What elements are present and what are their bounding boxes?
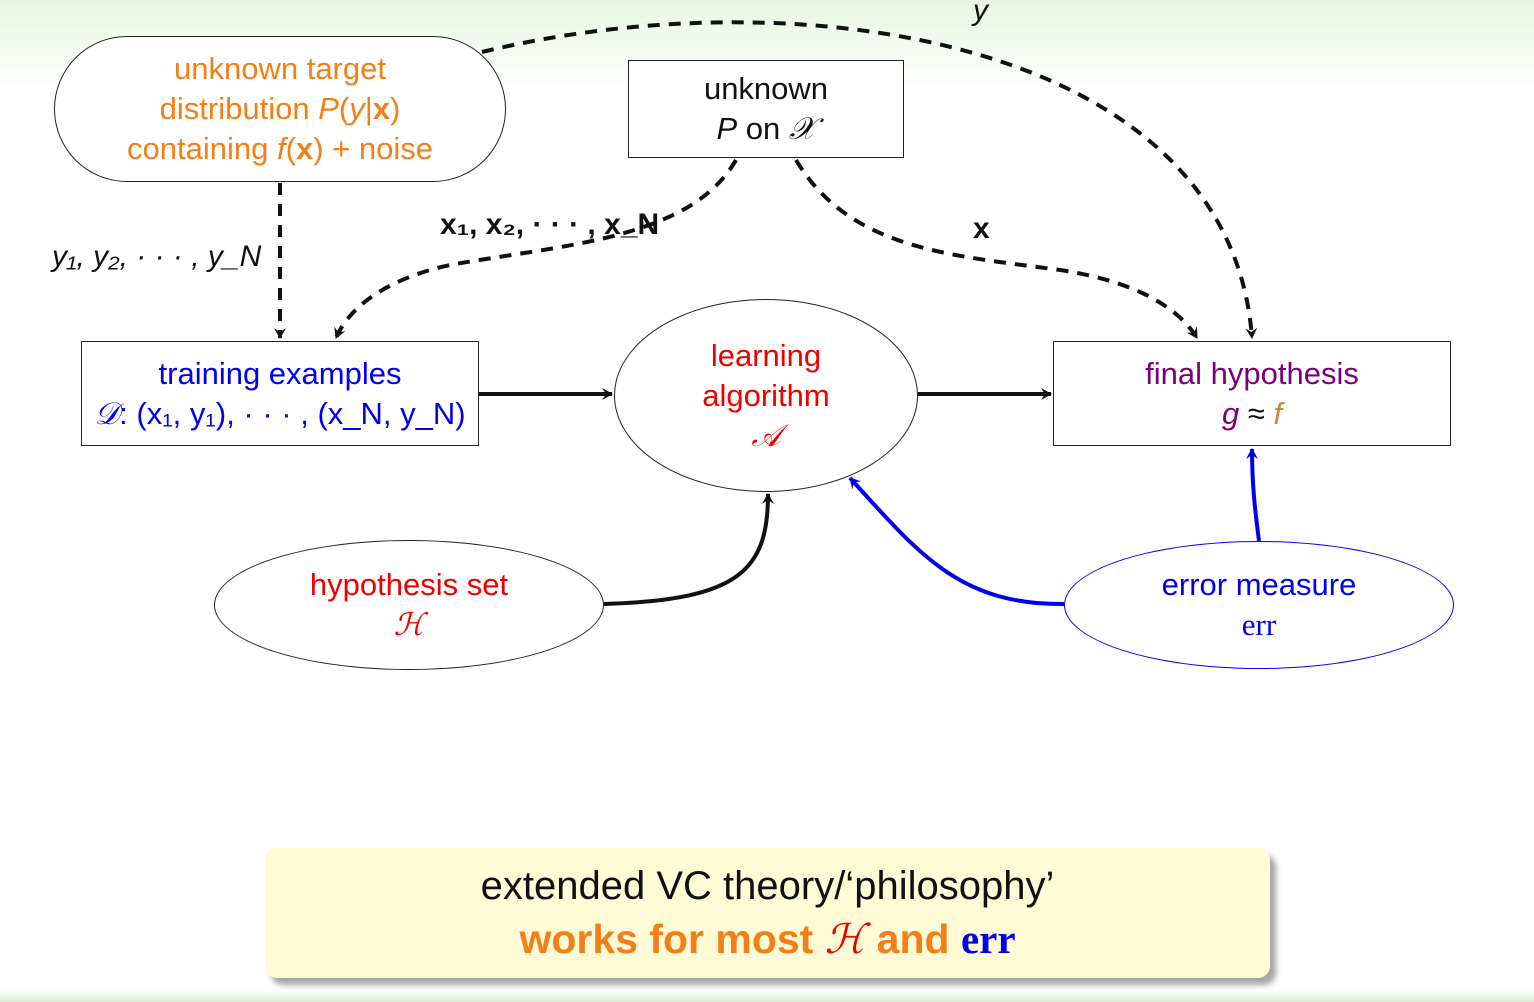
target-line2: distribution P(y|x) <box>160 89 401 129</box>
callout-line1: extended VC theory/‘philosophy’ <box>480 864 1055 908</box>
target-line2-bar: | <box>364 91 373 126</box>
error-line1: error measure <box>1161 567 1357 602</box>
training-line2-rest: : (x₁, y₁), · · · , (x_N, y_N) <box>119 395 466 431</box>
hypothesis-line1: hypothesis set <box>309 567 509 602</box>
learning-algorithm-node: learning algorithm 𝒜 <box>614 299 918 492</box>
callout-line2-err: err <box>960 916 1016 962</box>
callout-line2-pre: works for most <box>519 916 825 962</box>
target-line3: containing f(x) + noise <box>127 129 433 169</box>
target-line3-x: x <box>295 131 314 166</box>
callout-line2-and: and <box>865 916 961 962</box>
label-y-list: y₁, y₂, · · · , y_N <box>52 240 262 273</box>
input-line2-on: on <box>737 111 789 146</box>
edge-error-to-learning <box>848 476 1065 607</box>
edge-hypothesis-to-learning <box>603 493 774 606</box>
error-measure-node: error measure err <box>1064 541 1454 669</box>
label-x-list: x₁, x₂, · · · , x_N <box>440 208 660 241</box>
target-line2-P: P <box>318 91 339 126</box>
input-distribution-node: unknown P on 𝒳 <box>628 60 904 158</box>
training-line2: 𝒟: (x₁, y₁), · · · , (x_N, y_N) <box>94 394 465 434</box>
edge-target-to-final <box>481 20 1258 339</box>
target-line3-pre: containing <box>127 131 277 166</box>
learning-line2: algorithm <box>702 377 830 413</box>
target-distribution-node: unknown target distribution P(y|x) conta… <box>54 36 506 182</box>
input-line2-X: 𝒳 <box>788 111 816 147</box>
final-line1: final hypothesis <box>1145 355 1359 391</box>
final-line2-g: g <box>1221 395 1240 431</box>
target-line1: unknown target <box>174 51 386 86</box>
target-line3-open: ( <box>285 131 296 166</box>
training-line2-D: 𝒟 <box>94 395 120 432</box>
target-line2-x: x <box>372 91 391 126</box>
hypothesis-set-node: hypothesis set ℋ <box>214 540 604 670</box>
input-line1: unknown <box>703 71 829 106</box>
hypothesis-line2: ℋ <box>393 607 425 643</box>
training-line1: training examples <box>158 355 402 391</box>
learning-line1: learning <box>710 337 822 373</box>
final-hypothesis-node: final hypothesis g ≈ f <box>1053 341 1451 446</box>
final-line2-f: f <box>1273 395 1283 431</box>
callout-line2: works for most ℋ and err <box>519 912 1015 966</box>
input-line2-P: P <box>716 111 738 146</box>
target-line3-post: ) + noise <box>313 131 433 166</box>
final-line2-approx: ≈ <box>1239 395 1274 431</box>
edge-input-to-training <box>334 159 738 339</box>
edge-input-to-final <box>794 158 1199 340</box>
summary-callout: extended VC theory/‘philosophy’ works fo… <box>265 848 1270 978</box>
training-examples-node: training examples 𝒟: (x₁, y₁), · · · , (… <box>81 341 479 446</box>
error-line2: err <box>1241 607 1277 642</box>
target-line2-open: ( <box>338 91 350 126</box>
label-y-top: y <box>973 0 988 27</box>
label-x-single: x <box>973 212 990 245</box>
target-line2-y: y <box>349 91 365 126</box>
learning-line3: 𝒜 <box>751 417 781 454</box>
callout-line2-H: ℋ <box>824 915 866 963</box>
target-line2-close: ) <box>390 91 401 126</box>
target-line3-f: f <box>276 131 286 166</box>
target-line2-pre: distribution <box>159 91 319 126</box>
edge-error-to-final <box>1246 448 1261 542</box>
final-line2: g ≈ f <box>1222 394 1282 434</box>
input-line2: P on 𝒳 <box>716 109 815 149</box>
